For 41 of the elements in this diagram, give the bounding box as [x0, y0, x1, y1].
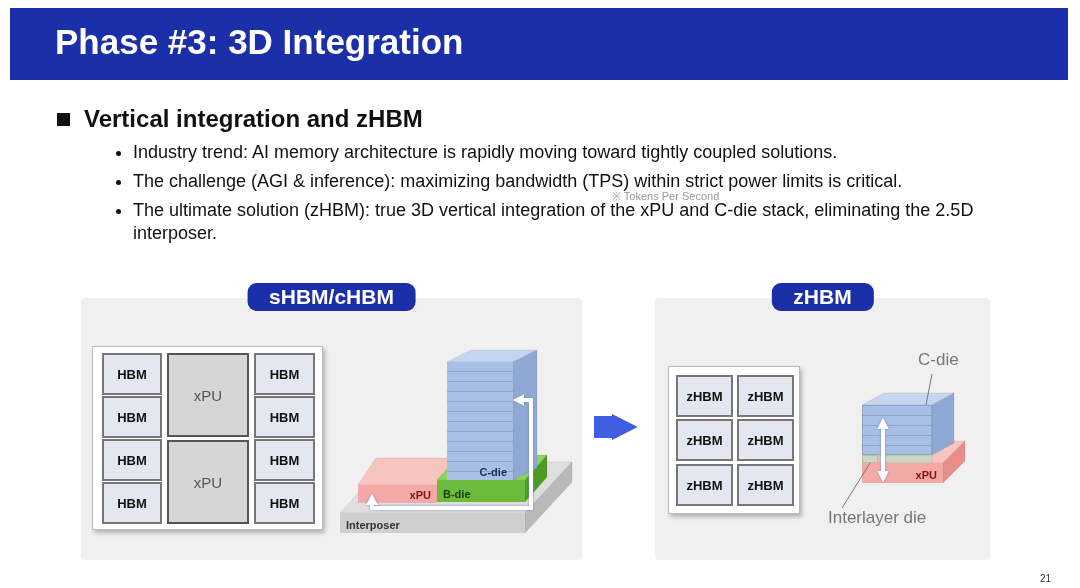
memory-chip: zHBM — [676, 464, 733, 506]
package-outline — [92, 346, 323, 530]
arrow — [877, 417, 889, 483]
stacked-die-block — [862, 405, 932, 455]
memory-chip: HBM — [254, 439, 315, 481]
processor-chip: xPU — [167, 440, 249, 524]
memory-chip: zHBM — [676, 419, 733, 461]
memory-chip: HBM — [102, 482, 162, 524]
slide-title: Phase #3: 3D Integration — [55, 22, 464, 62]
memory-chip: zHBM — [737, 464, 794, 506]
xpu-layer: xPU — [358, 485, 437, 503]
callout-text: Interlayer die — [828, 508, 944, 532]
footnote: ※ Tokens Per Second — [612, 190, 721, 203]
callout-text: C-die — [918, 350, 974, 374]
arrow — [366, 394, 533, 510]
memory-chip: HBM — [102, 396, 162, 438]
leader-line — [841, 462, 871, 509]
memory-chip: HBM — [102, 353, 162, 395]
bullet-text: The challenge (AGI & inference): maximizing bandwidth (TPS) within strict power limits is critical. — [133, 170, 904, 192]
memory-chip: zHBM — [737, 419, 794, 461]
section-heading: Vertical integration and zHBM — [84, 104, 424, 134]
base-die-layer: B-die — [437, 480, 525, 502]
xpu-layer: xPU — [862, 463, 943, 483]
panel-title: sHBM/cHBM — [247, 283, 416, 311]
leader-line — [925, 373, 933, 406]
bullet-text: Industry trend: AI memory architecture is rapidly moving toward tightly coupled solutions. — [133, 141, 839, 164]
interlayer-die — [862, 455, 878, 463]
memory-chip: HBM — [254, 482, 315, 524]
processor-chip: xPU — [167, 353, 249, 437]
package-outline — [668, 366, 800, 514]
panel-title: zHBM — [771, 283, 874, 311]
bullet-text: The ultimate solution (zHBM): true 3D vertical integration of the xPU and C-die stack, eliminating the 2.5D interposer. — [133, 200, 975, 246]
memory-chip: HBM — [102, 439, 162, 481]
memory-chip: HBM — [254, 396, 315, 438]
memory-chip: HBM — [254, 353, 315, 395]
block-arrow — [594, 414, 638, 440]
interposer-slab: Interposer — [340, 513, 525, 533]
memory-chip: zHBM — [737, 375, 794, 417]
stacked-die-block: C-die — [447, 362, 513, 480]
page-number: 21 — [1040, 572, 1053, 585]
memory-chip: zHBM — [676, 375, 733, 417]
